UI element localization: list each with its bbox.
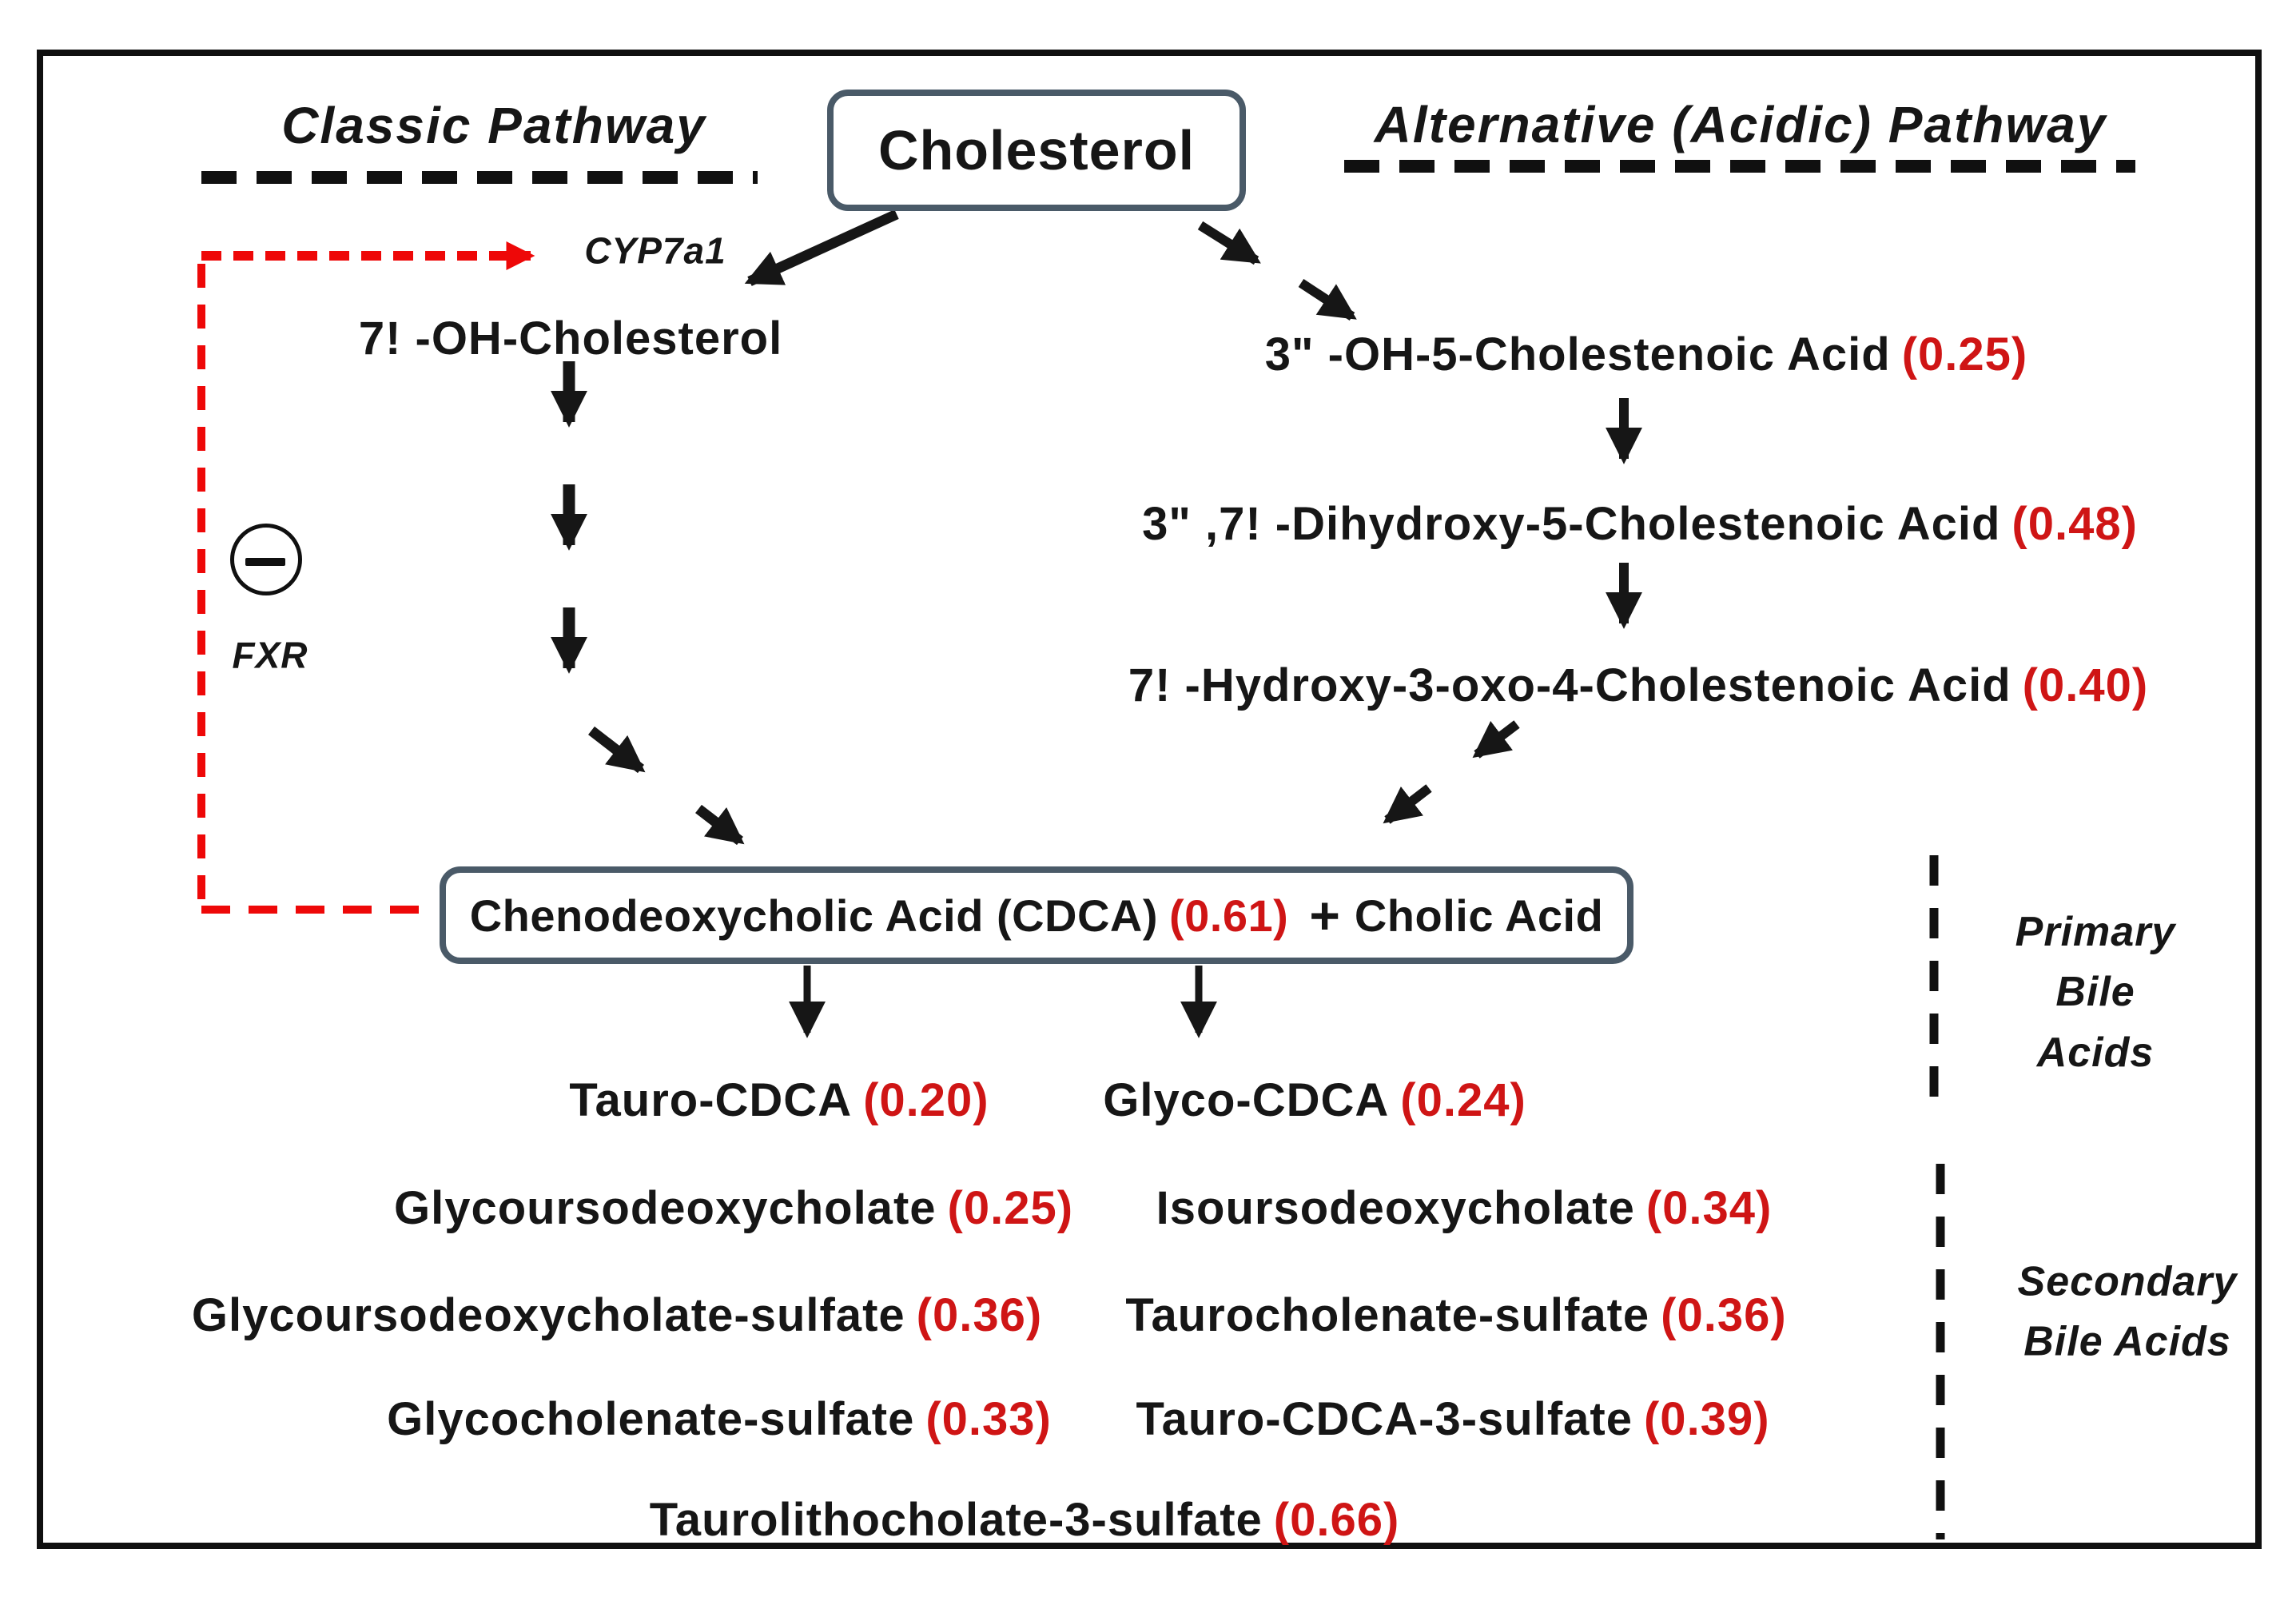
- glycocholenate-sulfate-label: Glycocholenate-sulfate: [387, 1393, 915, 1446]
- glyco-cdca-label: Glyco-CDCA: [1103, 1074, 1390, 1127]
- cdca-value: (0.61): [1169, 890, 1289, 941]
- node-cholestenoic-2-label: 3" ,7! -Dihydroxy-5-Cholestenoic Acid: [1142, 498, 2001, 551]
- cholesterol-node: Cholesterol: [827, 90, 1246, 211]
- glycoursodeoxycholate-sulfate-label: Glycoursodeoxycholate-sulfate: [191, 1289, 905, 1342]
- cholic-acid-label: Cholic Acid: [1354, 890, 1604, 941]
- secondary-group-line1: Secondary: [2017, 1258, 2238, 1305]
- node-glycoursodeoxycholate: Glycoursodeoxycholate(0.25): [394, 1183, 1073, 1234]
- diagram-border: [37, 50, 2262, 1549]
- node-taurolithocholate-3-sulfate: Taurolithocholate-3-sulfate(0.66): [650, 1495, 1400, 1546]
- glycoursodeoxycholate-label: Glycoursodeoxycholate: [393, 1182, 937, 1235]
- cholesterol-label: Cholesterol: [877, 119, 1196, 181]
- arrow-cholesterol-to-alt-1: [1197, 221, 1261, 265]
- node-tauro-cdca-3-sulfate: Tauro-CDCA-3-sulfate(0.39): [1136, 1394, 1769, 1445]
- node-taurocholenate-sulfate: Taurocholenate-sulfate(0.36): [1125, 1290, 1786, 1341]
- tauro-cdca-value: (0.20): [863, 1074, 989, 1127]
- node-tauro-cdca: Tauro-CDCA(0.20): [569, 1075, 989, 1126]
- glycoursodeoxycholate-sulfate-value: (0.36): [916, 1289, 1043, 1342]
- arrow-alt-diag-2: [1383, 784, 1432, 824]
- plus-sign: +: [1309, 886, 1340, 945]
- arrow-alt-diag-1: [1472, 720, 1520, 759]
- cdca-label: Chenodeoxycholic Acid (CDCA): [469, 890, 1159, 941]
- fxr-label: FXR: [232, 634, 308, 676]
- taurocholenate-sulfate-label: Taurocholenate-sulfate: [1125, 1289, 1650, 1342]
- node-cholestenoic-1-label: 3" -OH-5-Cholestenoic Acid: [1264, 329, 1891, 381]
- secondary-group-line2: Bile Acids: [2023, 1319, 2231, 1365]
- taurolithocholate-3-sulfate-label: Taurolithocholate-3-sulfate: [649, 1494, 1263, 1547]
- arrow-classic-diag-2: [695, 804, 745, 846]
- taurocholenate-sulfate-value: (0.36): [1661, 1289, 1787, 1342]
- node-cholestenoic-3: 7! -Hydroxy-3-oxo-4-Cholestenoic Acid(0.…: [1128, 660, 2148, 711]
- node-cholestenoic-1: 3" -OH-5-Cholestenoic Acid(0.25): [1265, 329, 2027, 380]
- minus-sign: [245, 558, 285, 566]
- alternative-pathway-header: Alternative (Acidic) Pathway: [1374, 95, 2107, 153]
- arrow-cholesterol-to-alt-2: [1298, 278, 1357, 321]
- arrow-classic-diag-1: [588, 726, 646, 774]
- node-cholestenoic-2-value: (0.48): [2011, 498, 2138, 551]
- fxr-inhibition-icon: [230, 524, 302, 595]
- node-glycoursodeoxycholate-sulfate: Glycoursodeoxycholate-sulfate(0.36): [192, 1290, 1042, 1341]
- classic-pathway-header: Classic Pathway: [281, 96, 706, 154]
- glycoursodeoxycholate-value: (0.25): [947, 1182, 1074, 1235]
- tauro-cdca-3-sulfate-value: (0.39): [1643, 1393, 1770, 1446]
- cdca-node: Chenodeoxycholic Acid (CDCA) (0.61) + Ch…: [440, 866, 1633, 964]
- secondary-bile-acids-group-label: Secondary Bile Acids: [2018, 1253, 2238, 1373]
- cyp7a1-enzyme-label: CYP7a1: [584, 229, 726, 272]
- node-cholestenoic-3-value: (0.40): [2022, 659, 2149, 712]
- node-glycocholenate-sulfate: Glycocholenate-sulfate(0.33): [387, 1394, 1052, 1445]
- node-isoursodeoxycholate: Isoursodeoxycholate(0.34): [1156, 1183, 1773, 1234]
- taurolithocholate-3-sulfate-value: (0.66): [1273, 1494, 1400, 1547]
- tauro-cdca-3-sulfate-label: Tauro-CDCA-3-sulfate: [1136, 1393, 1633, 1446]
- primary-group-line2: Bile Acids: [2036, 969, 2155, 1076]
- node-cholestenoic-2: 3" ,7! -Dihydroxy-5-Cholestenoic Acid(0.…: [1142, 499, 2138, 550]
- isoursodeoxycholate-label: Isoursodeoxycholate: [1156, 1182, 1635, 1235]
- glyco-cdca-value: (0.24): [1400, 1074, 1526, 1127]
- node-cholestenoic-3-label: 7! -Hydroxy-3-oxo-4-Cholestenoic Acid: [1128, 659, 2011, 712]
- primary-bile-acids-group-label: Primary Bile Acids: [1996, 902, 2196, 1083]
- glycocholenate-sulfate-value: (0.33): [925, 1393, 1052, 1446]
- tauro-cdca-label: Tauro-CDCA: [569, 1074, 853, 1127]
- arrow-cholesterol-to-7oh: [744, 209, 899, 286]
- node-glyco-cdca: Glyco-CDCA(0.24): [1103, 1075, 1526, 1126]
- isoursodeoxycholate-value: (0.34): [1645, 1182, 1773, 1235]
- primary-group-line1: Primary: [2015, 908, 2176, 955]
- node-7oh-cholesterol: 7! -OH-Cholesterol: [358, 313, 783, 365]
- node-cholestenoic-1-value: (0.25): [1901, 329, 2028, 381]
